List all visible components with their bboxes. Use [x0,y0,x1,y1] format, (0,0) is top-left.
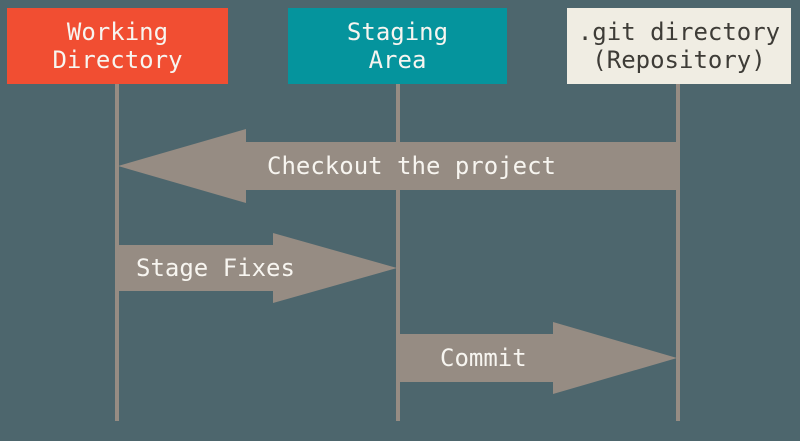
working-directory-box: Working Directory [7,8,228,84]
git-directory-label-line2: (Repository) [592,46,766,74]
commit-arrow-body [398,334,553,382]
commit-arrow: Commit [398,322,677,394]
arrow-head-left-icon [118,129,246,203]
arrow-head-right-icon [273,233,397,303]
staging-area-lifeline [396,84,400,421]
stage-fixes-arrow-label: Stage Fixes [136,254,295,282]
working-directory-label-line1: Working [66,18,169,46]
staging-area-label-line2: Area [368,46,427,74]
checkout-arrow: Checkout the project [118,129,678,203]
stage-fixes-arrow: Stage Fixes [117,233,397,303]
git-directory-box: .git directory (Repository) [567,8,791,84]
commit-arrow-label: Commit [440,344,527,372]
arrow-head-right-icon [553,322,677,394]
checkout-arrow-body [246,142,678,190]
checkout-arrow-label: Checkout the project [267,152,556,180]
stage-fixes-arrow-body [117,245,273,291]
git-directory-label-line1: .git directory [577,18,781,46]
working-directory-label-line2: Directory [52,46,183,74]
staging-area-label-line1: Staging [346,18,449,46]
git-directory-lifeline [676,84,680,421]
staging-area-box: Staging Area [288,8,507,84]
